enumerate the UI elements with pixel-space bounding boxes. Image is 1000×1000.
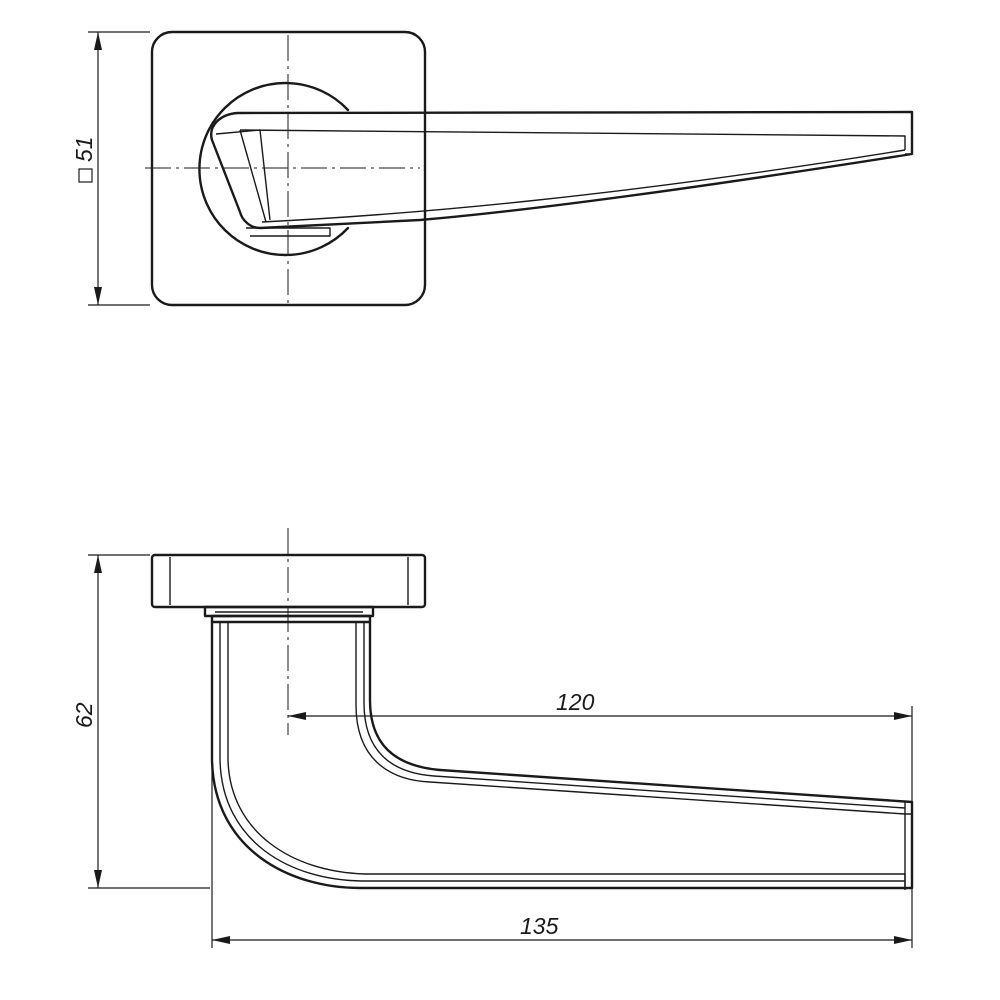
- lever-top-collar: [246, 227, 331, 237]
- round-rosette: [198, 81, 350, 257]
- lever-top-facet: [215, 129, 271, 221]
- collar: [210, 614, 372, 624]
- side-view: 62 120 135: [71, 528, 914, 948]
- dim-135-arrow-left: [212, 936, 230, 944]
- lever-side-outline: [210, 620, 914, 890]
- lever-side-inner-upper: [355, 622, 912, 815]
- dim-135-label: 135: [520, 913, 559, 939]
- top-view: □ 51: [71, 30, 914, 308]
- dim-51-arrow-top: [94, 32, 102, 50]
- dim-135-arrow-right: [894, 936, 912, 944]
- dim-51-label: 51: [71, 136, 97, 162]
- dim-62-label: 62: [71, 702, 97, 728]
- dim-51-arrow-bottom: [94, 287, 102, 305]
- lever-top-outline: [210, 110, 914, 230]
- dim-120-label: 120: [556, 689, 595, 715]
- lever-side-inner-lower: [227, 622, 906, 890]
- dim-62-arrow-top: [94, 555, 102, 573]
- square-symbol-icon: [78, 168, 93, 183]
- lever-top-tip: [905, 111, 913, 155]
- lever-top-lower-edge: [261, 149, 906, 223]
- lever-top-facet-2: [239, 129, 267, 223]
- lever-top-inner-edge: [239, 129, 906, 150]
- lever-side-inner-upper-2: [363, 622, 906, 809]
- dim-120-arrow-left: [288, 712, 306, 720]
- dim-120-arrow-right: [894, 712, 912, 720]
- lever-side-inner-lower-2: [219, 622, 905, 882]
- dim-62-arrow-bottom: [94, 870, 102, 888]
- dim-51-label-group: □ 51: [71, 136, 97, 183]
